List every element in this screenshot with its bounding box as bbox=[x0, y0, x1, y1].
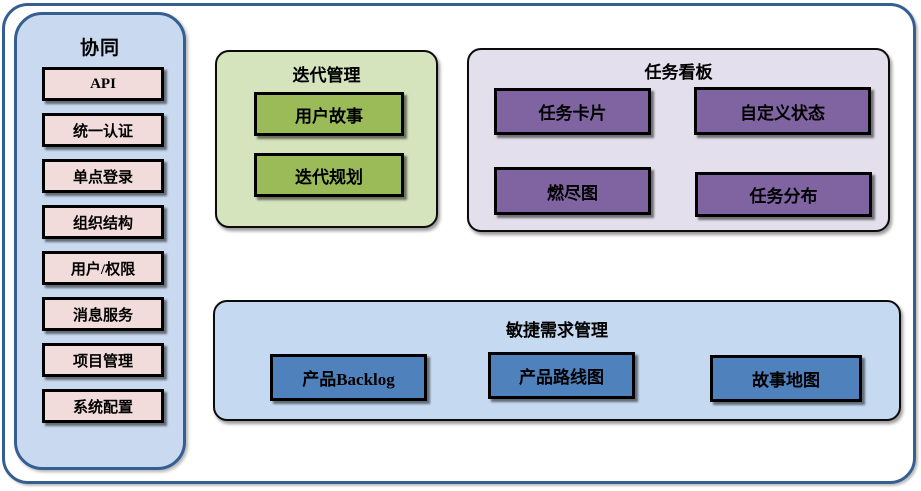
sidebar-item-unified-auth: 统一认证 bbox=[42, 113, 164, 147]
task-kanban-panel: 任务看板 任务卡片 自定义状态 燃尽图 任务分布 bbox=[467, 48, 890, 232]
collaboration-panel: 协同 API 统一认证 单点登录 组织结构 用户/权限 消息服务 项目管理 系统… bbox=[14, 12, 186, 470]
block-story-map: 故事地图 bbox=[710, 355, 862, 402]
agile-requirements-title: 敏捷需求管理 bbox=[506, 321, 608, 340]
block-product-backlog: 产品Backlog bbox=[270, 354, 427, 401]
block-iteration-planning: 迭代规划 bbox=[254, 153, 404, 197]
sidebar-item-system-config: 系统配置 bbox=[42, 389, 164, 423]
collaboration-panel-title: 协同 bbox=[79, 38, 120, 59]
block-burndown-chart: 燃尽图 bbox=[494, 167, 651, 215]
sidebar-item-org-structure: 组织结构 bbox=[42, 205, 164, 239]
sidebar-item-project-management: 项目管理 bbox=[42, 343, 164, 377]
block-custom-status: 自定义状态 bbox=[694, 87, 871, 135]
block-user-story: 用户故事 bbox=[254, 92, 404, 136]
collaboration-item-list: API 统一认证 单点登录 组织结构 用户/权限 消息服务 项目管理 系统配置 bbox=[42, 67, 164, 423]
sidebar-item-message-service: 消息服务 bbox=[42, 297, 164, 331]
sidebar-item-user-permissions: 用户/权限 bbox=[42, 251, 164, 285]
block-task-distribution: 任务分布 bbox=[695, 172, 872, 217]
sidebar-item-api: API bbox=[42, 67, 164, 101]
task-kanban-title: 任务看板 bbox=[644, 63, 713, 82]
iteration-management-title: 迭代管理 bbox=[292, 66, 361, 85]
block-product-roadmap: 产品路线图 bbox=[488, 352, 635, 399]
block-task-card: 任务卡片 bbox=[494, 88, 651, 135]
sidebar-item-single-sign-on: 单点登录 bbox=[42, 159, 164, 193]
agile-requirements-panel: 敏捷需求管理 产品Backlog 产品路线图 故事地图 bbox=[213, 300, 901, 421]
iteration-management-panel: 迭代管理 用户故事 迭代规划 bbox=[215, 50, 438, 228]
